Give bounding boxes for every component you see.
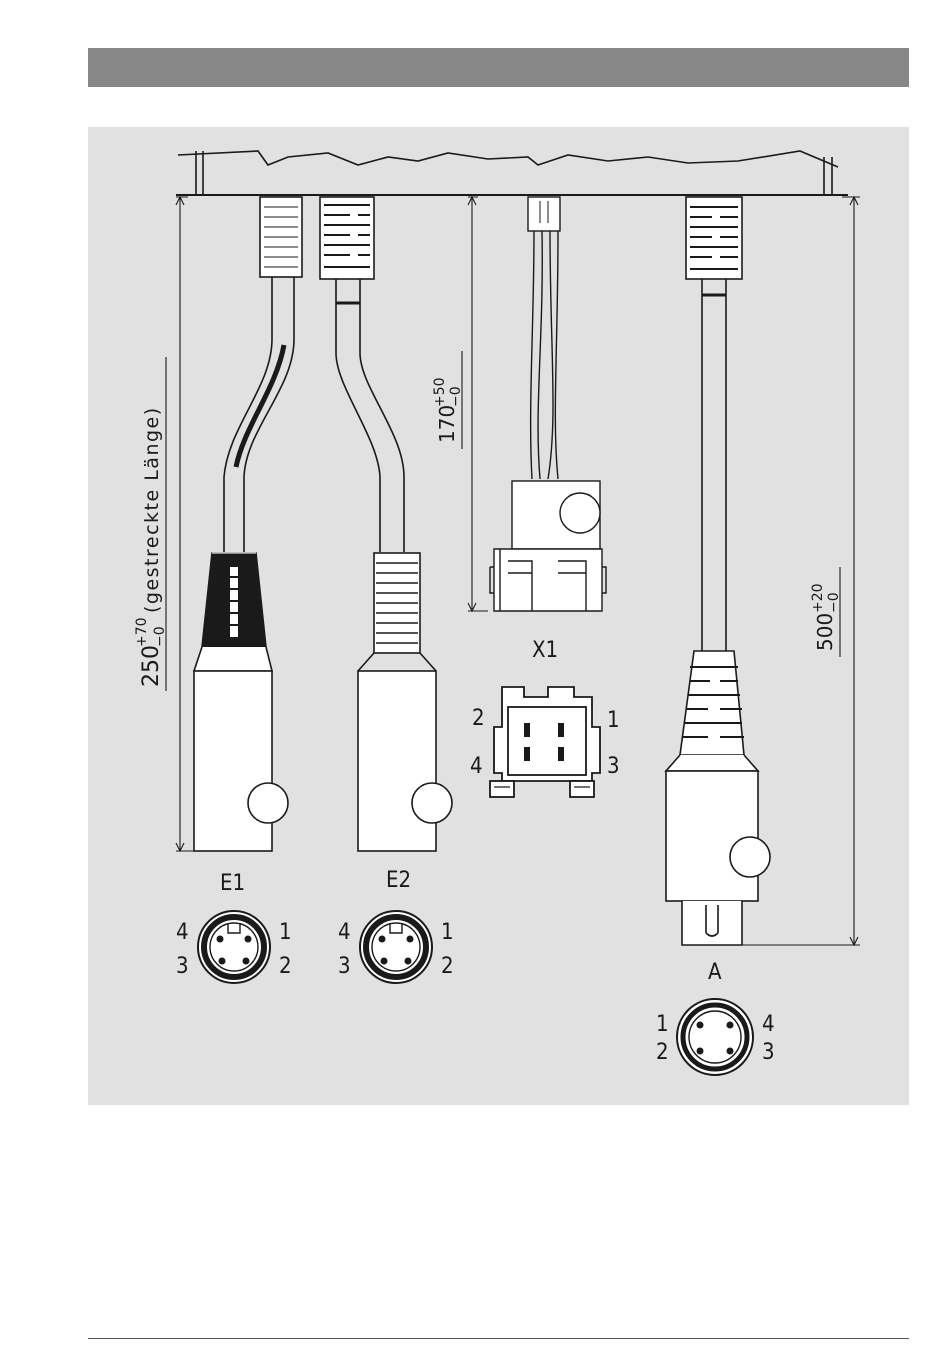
pinout-e1 (198, 911, 270, 983)
pinout-x1-pin-c: 4 (470, 754, 483, 779)
pinout-x1 (490, 687, 600, 797)
dim-250-base: 250 (139, 645, 164, 687)
pinout-a-pin-a: 1 (656, 1012, 669, 1037)
pinout-e1-pin-a: 4 (176, 920, 189, 945)
dimension-170: 170 +50 −0 (432, 351, 464, 449)
pinout-e2 (360, 911, 432, 983)
pinout-e1-pin-c: 3 (176, 954, 189, 979)
cable-x1 (490, 197, 606, 611)
label-e2: E2 (386, 868, 411, 893)
pinout-e2-pin-a: 4 (338, 920, 351, 945)
dimension-250: 250 +70 −0 (gestreckte Länge) (134, 357, 168, 691)
pinout-a-pin-d: 3 (762, 1040, 775, 1065)
diagram-panel: 250 +70 −0 (gestreckte Länge) 170 +50 −0… (88, 127, 909, 1105)
dim-250-tol-plus: +70 (134, 617, 150, 647)
dimension-500: 500 +20 −0 (810, 567, 842, 657)
cable-e1 (194, 197, 302, 851)
dim-500-base: 500 (813, 613, 837, 651)
cable-diagram: 250 +70 −0 (gestreckte Länge) 170 +50 −0… (88, 127, 909, 1105)
dim-170-base: 170 (435, 405, 459, 443)
pinout-e1-pin-d: 2 (279, 954, 292, 979)
dim-250-note: (gestreckte Länge) (141, 406, 163, 613)
label-a: A (708, 960, 722, 985)
pinout-x1-pin-d: 3 (607, 754, 620, 779)
dim-500-tol-plus: +20 (810, 583, 826, 613)
pinout-e2-pin-d: 2 (441, 954, 454, 979)
pinout-e1-pin-b: 1 (279, 920, 292, 945)
footer-rule (88, 1338, 909, 1339)
cable-a (666, 197, 770, 945)
pinout-x1-pin-a: 2 (472, 706, 485, 731)
pinout-a-pin-b: 4 (762, 1012, 775, 1037)
pinout-a (677, 999, 753, 1075)
pinout-e2-pin-c: 3 (338, 954, 351, 979)
pinout-e2-pin-b: 1 (441, 920, 454, 945)
mounting-board (176, 151, 848, 195)
header-bar (88, 48, 909, 87)
pinout-a-pin-c: 2 (656, 1040, 669, 1065)
cable-e2 (320, 197, 452, 851)
label-x1: X1 (532, 638, 558, 663)
dim-170-tol-plus: +50 (432, 377, 448, 407)
pinout-x1-pin-b: 1 (607, 708, 620, 733)
label-e1: E1 (220, 871, 245, 896)
